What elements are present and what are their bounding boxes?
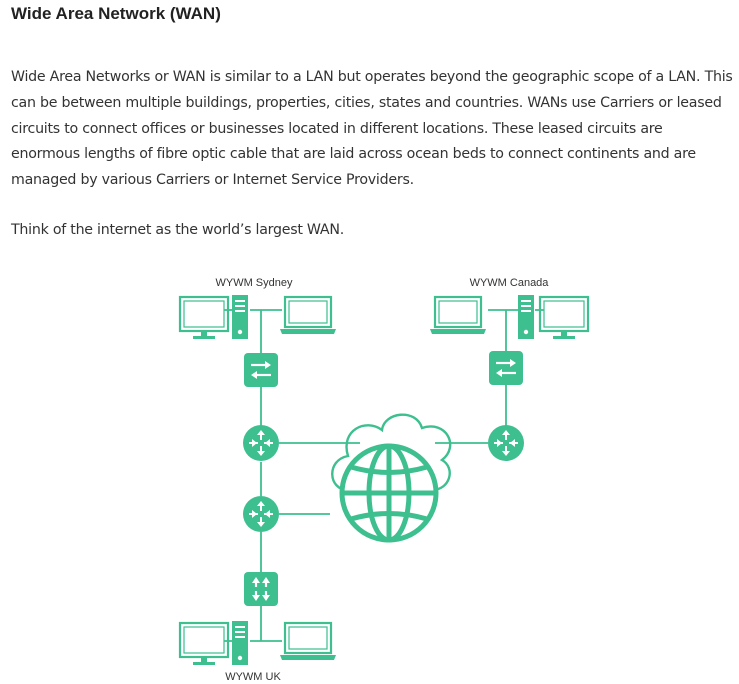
page-title: Wide Area Network (WAN) bbox=[11, 4, 221, 23]
site-label-sydney: WYWM Sydney bbox=[215, 277, 293, 289]
internet-cloud-icon bbox=[331, 413, 452, 543]
site-label-uk: WYWM UK bbox=[225, 671, 281, 683]
router-icon bbox=[242, 495, 280, 533]
pc-tower-icon bbox=[232, 621, 248, 665]
pc-tower-icon bbox=[232, 295, 248, 339]
router-icon bbox=[242, 424, 280, 462]
switch-icon bbox=[487, 349, 525, 387]
monitor-icon bbox=[178, 295, 230, 341]
summary-paragraph: Think of the internet as the world’s lar… bbox=[11, 222, 345, 238]
wan-diagram: WYWM Sydney WYWM Canada WYWM UK bbox=[178, 277, 590, 683]
intro-paragraph: Wide Area Networks or WAN is similar to … bbox=[11, 69, 733, 189]
router-icon bbox=[487, 424, 525, 462]
monitor-icon bbox=[178, 621, 230, 667]
laptop-icon bbox=[278, 295, 338, 336]
site-label-canada: WYWM Canada bbox=[470, 277, 550, 289]
laptop-icon bbox=[278, 621, 338, 662]
switch-icon bbox=[242, 570, 280, 608]
connection-lines bbox=[224, 309, 544, 642]
laptop-icon bbox=[428, 295, 488, 336]
switch-icon bbox=[242, 351, 280, 389]
monitor-icon bbox=[538, 295, 590, 341]
pc-tower-icon bbox=[518, 295, 534, 339]
